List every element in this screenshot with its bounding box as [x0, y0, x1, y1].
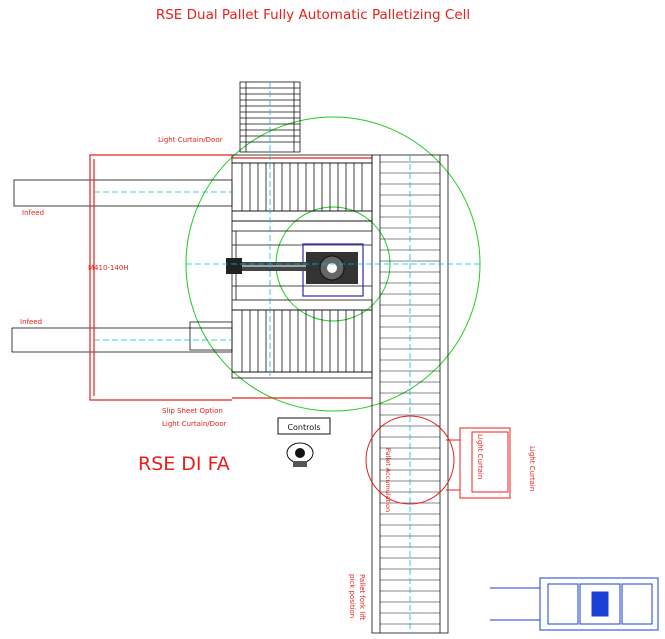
label-cell-name: RSE DI FA	[138, 453, 230, 475]
drawing-title: RSE Dual Pallet Fully Automatic Palletiz…	[156, 7, 470, 23]
pallet-accumulation-circle	[365, 415, 455, 505]
safety-fence	[89, 154, 372, 401]
label-pallet-accumulation: Pallet Accumulation	[384, 448, 392, 512]
label-robot-model: M410-140H	[88, 264, 129, 272]
forklift-icon	[490, 577, 659, 631]
label-pick-position: pick position	[348, 574, 356, 618]
robot-icon	[226, 243, 364, 297]
label-light-curtain-bottom: Light Curtain/Door	[162, 420, 227, 428]
controls-box[interactable]	[277, 417, 331, 435]
label-pallet-fork-lift: Pallet fork lift	[358, 574, 366, 620]
infeed-conveyor-bottom	[11, 321, 233, 353]
label-light-curtain-right: Light Curtain	[528, 446, 536, 491]
label-light-curtain-top: Light Curtain/Door	[158, 136, 223, 144]
label-infeed-top: Infeed	[22, 209, 44, 217]
operator-icon	[286, 442, 314, 467]
infeed-conveyor-top	[13, 179, 233, 207]
controls-label: Controls	[287, 423, 320, 432]
centerlines	[94, 82, 480, 633]
label-slip-sheet: Slip Sheet Option	[162, 407, 223, 415]
label-light-curtain-box: Light Curtain	[476, 434, 484, 479]
label-infeed-bottom: Infeed	[20, 318, 42, 326]
pallet-dispenser	[446, 427, 511, 499]
upper-pallet-station	[231, 154, 373, 232]
